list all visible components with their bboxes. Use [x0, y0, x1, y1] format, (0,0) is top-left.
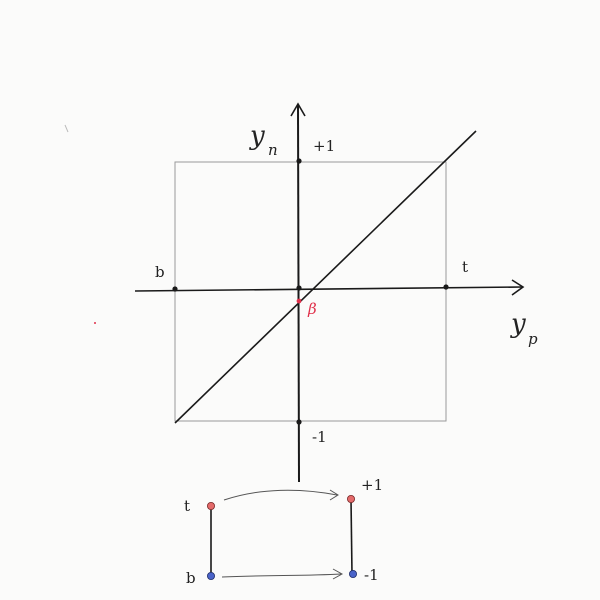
target-bottom-label: -1: [364, 566, 379, 584]
intercept-dot: [296, 298, 302, 304]
tick-dot-t: [443, 284, 449, 290]
y-axis: [297, 104, 300, 483]
mapping-arrow-top-head: [329, 489, 339, 501]
target-segment: [350, 498, 353, 575]
y-axis-label: y: [249, 121, 265, 151]
mapping-arrow-bottom: [221, 573, 342, 578]
source-top-label: t: [184, 497, 190, 515]
tick-dot-b: [172, 286, 178, 292]
mapping-arrow-bottom-head: [332, 568, 344, 580]
source-top-dot: [206, 501, 215, 510]
intercept-label: β: [307, 300, 317, 318]
y-axis-label-subscript: n: [268, 141, 278, 159]
tick-label-minus-one: -1: [312, 428, 327, 446]
stray-mark: [64, 124, 69, 133]
tick-label-t: t: [462, 258, 468, 276]
tick-dot-minus-one: [296, 419, 302, 425]
tick-label-b: b: [155, 263, 165, 281]
x-axis-label-subscript: p: [528, 330, 538, 348]
x-axis: [134, 286, 523, 292]
source-bottom-label: b: [186, 569, 196, 587]
mapping-line: [174, 130, 477, 424]
x-axis-label: y: [510, 309, 526, 339]
target-top-dot: [346, 494, 355, 503]
tick-label-plus-one: +1: [313, 137, 335, 155]
origin-dot: [296, 285, 302, 291]
tick-dot-plus-one: [296, 158, 302, 164]
mapping-arrow-top: [223, 489, 338, 501]
target-bottom-dot: [348, 570, 357, 579]
x-axis-arrowhead: [511, 279, 525, 296]
y-axis-arrowhead: [290, 102, 306, 117]
stray-dot: [94, 322, 96, 324]
target-top-label: +1: [361, 476, 383, 494]
source-bottom-dot: [206, 572, 215, 581]
